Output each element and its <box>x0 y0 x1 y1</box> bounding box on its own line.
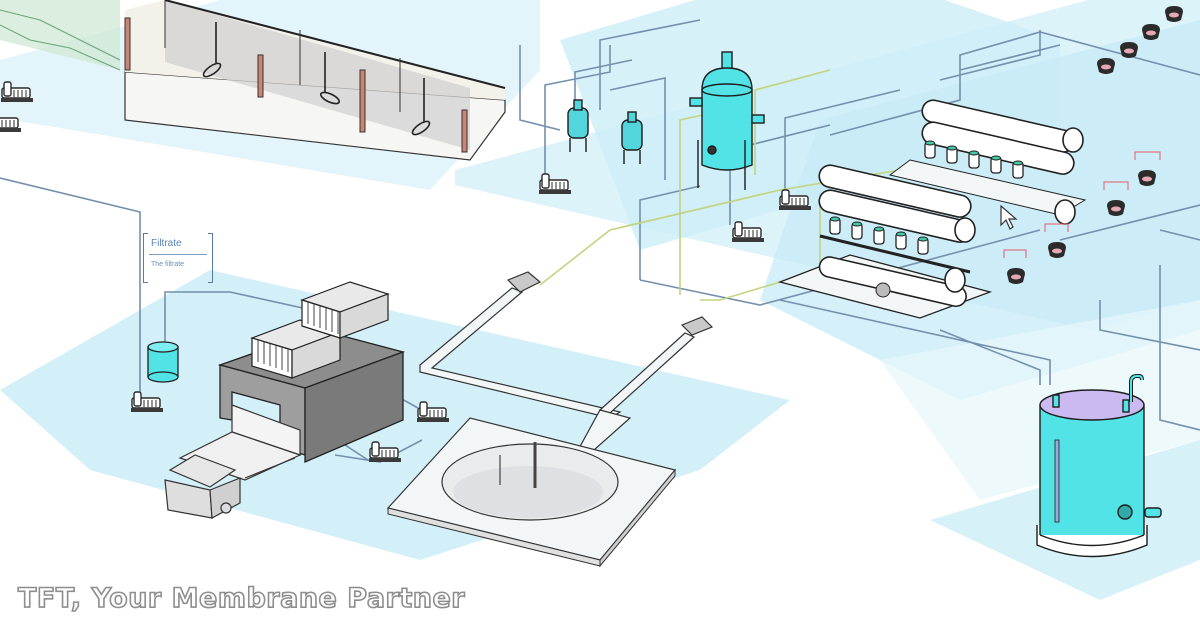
watermark-caption: TFT, Your Membrane Partner <box>17 582 466 615</box>
channel <box>419 271 714 459</box>
filtrate-title: Filtrate <box>151 238 182 249</box>
product-tank <box>1036 374 1162 558</box>
cartridge-filters <box>567 99 643 164</box>
filtrate-callout: Filtrate The filtrate <box>143 233 213 283</box>
actuated-valves <box>1003 6 1183 284</box>
aeration-basin <box>0 0 506 161</box>
chemical-tank <box>147 341 179 383</box>
bracket-right <box>208 233 213 283</box>
clarifier <box>386 417 677 568</box>
mixer-icon <box>202 22 431 136</box>
ro-skid-back <box>888 99 1087 225</box>
pressure-vessel <box>689 51 765 190</box>
ro-skid-front <box>777 164 993 319</box>
mouse-pointer-icon <box>1000 205 1018 230</box>
filtrate-subtitle: The filtrate <box>151 261 185 268</box>
callout-divider <box>149 254 207 255</box>
sludge-truck <box>164 404 302 519</box>
bracket-left <box>143 233 148 283</box>
